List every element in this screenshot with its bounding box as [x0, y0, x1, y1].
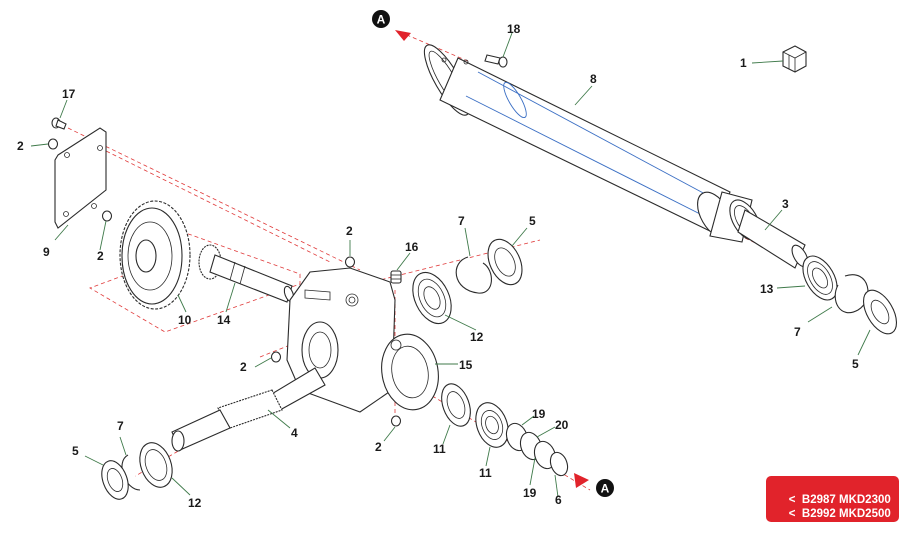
- callout-7: 7: [117, 419, 124, 433]
- arrow-icon: [574, 473, 589, 488]
- part-pinion-shaft: [198, 244, 295, 303]
- part-seal-bottom-left: [101, 460, 129, 500]
- part-crown-gear: [119, 200, 191, 310]
- part-tube: [423, 44, 731, 233]
- callout-8: 8: [590, 72, 597, 86]
- callout-17: 17: [62, 87, 76, 101]
- exploded-diagram: A A: [17, 10, 898, 510]
- model-line[interactable]: < B2992 MKD2500: [776, 493, 891, 535]
- callout-2: 2: [375, 440, 382, 454]
- model-name: MKD2300: [838, 494, 891, 506]
- callout-2: 2: [17, 139, 24, 153]
- callout-5: 5: [529, 214, 536, 228]
- arrow-left-icon: <: [788, 494, 796, 506]
- leader-lines: [30, 32, 871, 498]
- part-cube-kit: [782, 45, 807, 73]
- model-badge: < B2987 MKD2300 < B2992 MKD2500 < B2997 …: [766, 476, 899, 534]
- callout-1: 1: [740, 56, 747, 70]
- callout-9: 9: [43, 245, 50, 259]
- part-circlip-top: [455, 256, 492, 294]
- model-code: B2997: [801, 522, 836, 534]
- callout-19: 19: [523, 486, 537, 500]
- part-seal-right: [862, 289, 898, 335]
- part-circlip-right: [834, 274, 869, 313]
- model-code: B2987: [801, 494, 836, 506]
- callout-2: 2: [346, 224, 353, 238]
- part-plugs: [47, 138, 402, 427]
- callout-4: 4: [291, 426, 298, 440]
- callout-14: 14: [217, 313, 231, 327]
- callout-3: 3: [782, 197, 789, 211]
- model-line[interactable]: < B2987 MKD2300: [776, 479, 891, 521]
- callout-13: 13: [760, 282, 774, 296]
- model-code: B2992: [801, 508, 836, 520]
- part-bearing-lower-b: [475, 402, 509, 448]
- callout-19: 19: [532, 407, 546, 421]
- marker-circle: [596, 479, 614, 497]
- part-bearing-right: [802, 255, 838, 301]
- callout-6: 6: [555, 493, 562, 507]
- callout-7: 7: [794, 325, 801, 339]
- reference-letter: A: [601, 482, 610, 496]
- part-bearing-top: [412, 271, 452, 325]
- callout-2: 2: [240, 360, 247, 374]
- callout-11: 11: [479, 466, 492, 480]
- callout-2: 2: [97, 249, 104, 263]
- part-cover-plate: [54, 127, 107, 229]
- part-bearing-bottom-left: [139, 442, 173, 488]
- reference-letter: A: [377, 13, 386, 27]
- arrow-left-icon: <: [788, 522, 796, 534]
- callout-20: 20: [555, 418, 569, 432]
- callout-15: 15: [459, 358, 473, 372]
- callout-12: 12: [470, 330, 484, 344]
- reference-marker-top: A: [372, 10, 411, 41]
- callout-16: 16: [405, 240, 419, 254]
- part-input-shaft: [171, 367, 326, 452]
- part-shims: [505, 422, 569, 477]
- part-tube-end-shaft: [697, 191, 809, 269]
- model-name: MKD2500: [838, 508, 891, 520]
- callout-18: 18: [507, 22, 521, 36]
- model-name: MKD2800: [838, 522, 891, 534]
- marker-circle: [372, 10, 390, 28]
- part-breather: [390, 270, 402, 284]
- callout-5: 5: [72, 444, 79, 458]
- part-bearing-lower-a: [441, 383, 471, 427]
- model-line[interactable]: < B2997 MKD2800: [776, 507, 891, 549]
- callout-labels: 1 2 2 2 2 2 3 4 5 5 5 6 7 7 7 8 9 10 11 …: [17, 22, 859, 510]
- part-bolt: [51, 117, 67, 130]
- reference-marker-bottom: A: [574, 473, 614, 497]
- arrow-left-icon: <: [788, 508, 796, 520]
- callout-10: 10: [178, 313, 192, 327]
- callout-7: 7: [458, 214, 465, 228]
- callout-5: 5: [852, 357, 859, 371]
- part-screw: [484, 54, 508, 68]
- callout-12: 12: [188, 496, 202, 510]
- callout-11: 11: [433, 442, 446, 456]
- part-seal-top: [487, 238, 523, 286]
- arrow-icon: [395, 30, 411, 41]
